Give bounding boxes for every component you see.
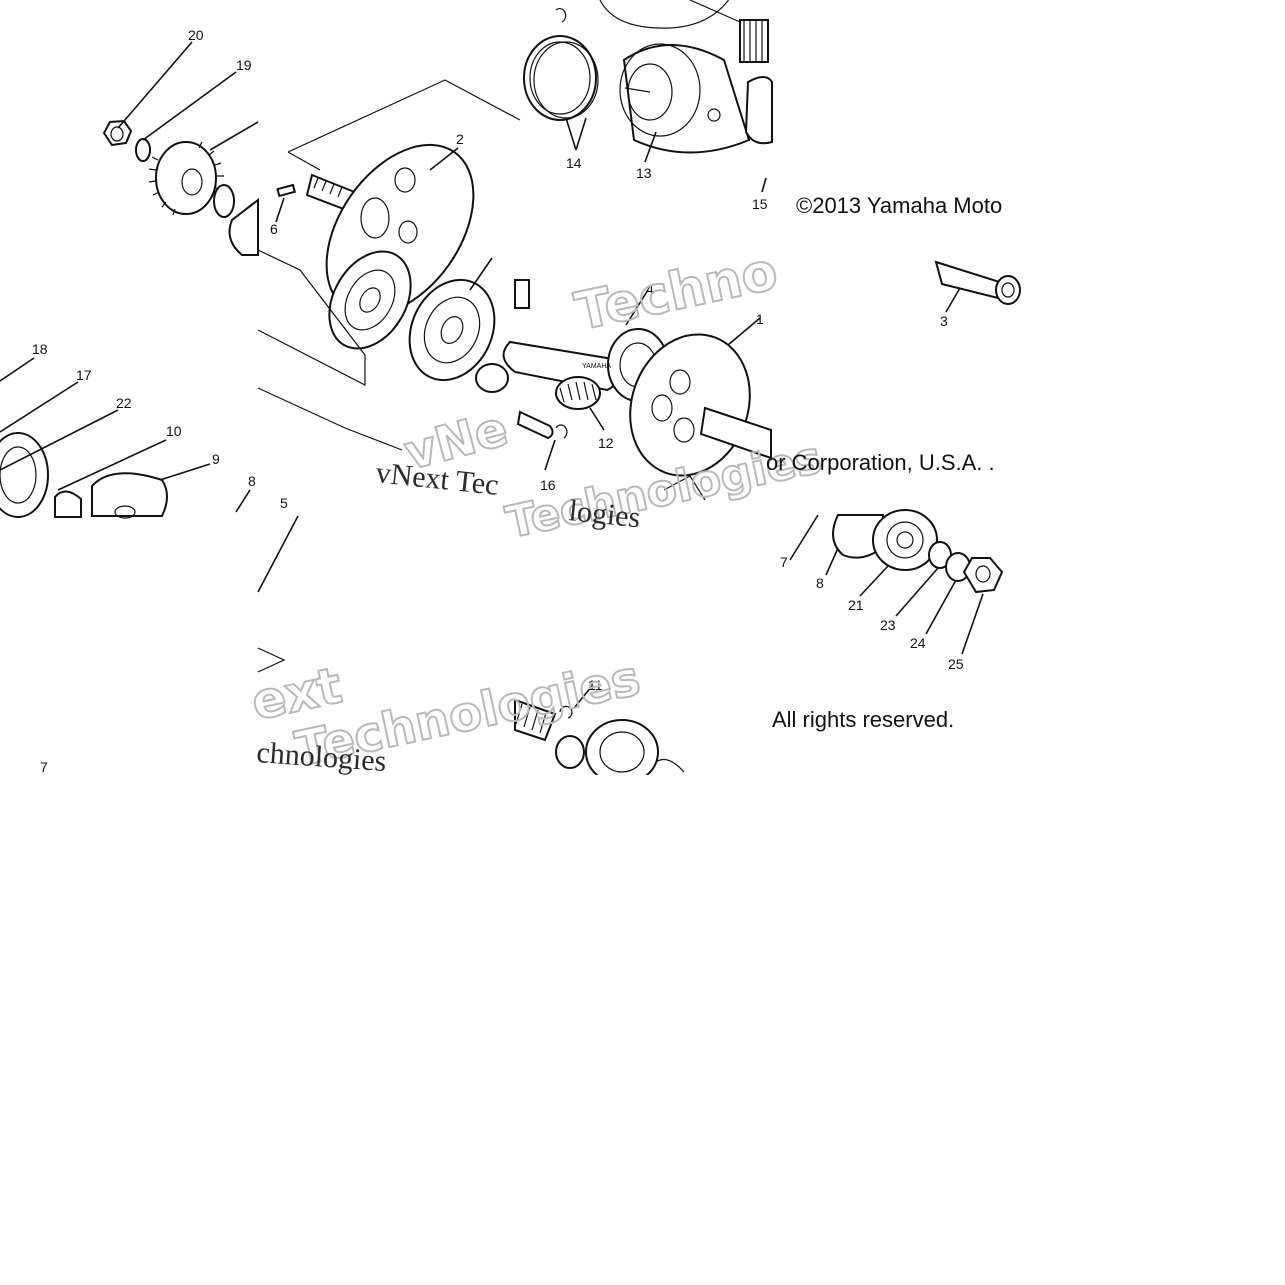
callout-5: 5 xyxy=(280,495,288,511)
callout-14: 14 xyxy=(566,155,582,171)
nut-part-25 xyxy=(962,557,1004,594)
rod-logo-text: YAMAHA xyxy=(582,363,611,370)
piston-ring-part-14 xyxy=(523,35,597,121)
washer-part-19 xyxy=(135,138,151,162)
callout-20: 20 xyxy=(188,27,204,43)
copyright-line-2: or Corporation, U.S.A. . xyxy=(766,450,995,475)
callout-16: 16 xyxy=(540,477,556,493)
piston-pin-part xyxy=(516,410,554,440)
needle-bearing-top xyxy=(514,279,530,309)
circlip-part-top xyxy=(555,7,567,23)
callout-21: 21 xyxy=(848,597,864,613)
thrust-washer-part xyxy=(475,363,509,393)
tile-middle-left xyxy=(0,357,251,519)
callout-7b: 7 xyxy=(40,759,48,775)
cover-part-right xyxy=(744,76,773,145)
nut-hole xyxy=(110,126,124,142)
tile-lower-middle xyxy=(257,515,685,785)
spacer-part-10 xyxy=(54,490,82,518)
callout-10: 10 xyxy=(166,423,182,439)
copyright-block: ©2013 Yamaha Moto or Corporation, U.S.A.… xyxy=(766,193,1002,732)
callout-25: 25 xyxy=(948,656,964,672)
watermark-logies-serif: logies xyxy=(567,494,642,534)
callout-12: 12 xyxy=(598,435,614,451)
callout-18: 18 xyxy=(32,341,48,357)
needle-bearing-part-12 xyxy=(555,376,601,410)
gear-part xyxy=(148,141,224,216)
nut-part-20 xyxy=(102,119,133,147)
callout-17: 17 xyxy=(76,367,92,383)
tile-lower-right xyxy=(789,509,1004,655)
callout-9: 9 xyxy=(212,451,220,467)
callout-labels: 20 19 2 6 14 13 15 3 18 17 22 10 9 8 5 4… xyxy=(32,27,964,775)
copyright-line-3: All rights reserved. xyxy=(772,707,954,732)
callout-23: 23 xyxy=(880,617,896,633)
small-gear-part xyxy=(739,19,769,63)
callout-24: 24 xyxy=(910,635,926,651)
callout-19: 19 xyxy=(236,57,252,73)
pin-part-6 xyxy=(276,183,296,198)
callout-22: 22 xyxy=(116,395,132,411)
piston-part-13 xyxy=(622,44,751,154)
callout-8b: 8 xyxy=(816,575,824,591)
callout-1: 1 xyxy=(756,311,764,327)
callout-6: 6 xyxy=(270,221,278,237)
circlip-part-11 xyxy=(559,705,573,719)
callout-3: 3 xyxy=(940,313,948,329)
tile-top-right xyxy=(523,0,773,193)
copyright-line-1: ©2013 Yamaha Moto xyxy=(796,193,1002,218)
gear-part-21 xyxy=(872,509,938,571)
seal-part-22 xyxy=(0,432,49,518)
oring-part xyxy=(213,184,235,218)
callout-2: 2 xyxy=(456,131,464,147)
tile-top-left xyxy=(102,41,259,256)
tile-right xyxy=(934,260,1021,313)
callout-13: 13 xyxy=(636,165,652,181)
tile-top-middle xyxy=(257,79,521,386)
tile-center: YAMAHA xyxy=(257,279,772,501)
circlip-part-16 xyxy=(555,424,568,439)
oring-part-lower xyxy=(555,735,585,769)
callout-15: 15 xyxy=(752,196,768,212)
crank-shaft-part-1 xyxy=(699,406,772,460)
bearing-part-lower xyxy=(585,719,659,785)
callout-8a: 8 xyxy=(248,473,256,489)
seal-part xyxy=(228,197,259,256)
callout-7a: 7 xyxy=(780,554,788,570)
callout-4: 4 xyxy=(646,281,654,297)
cover-part-9 xyxy=(91,472,168,517)
tube-end xyxy=(995,275,1021,305)
watermark-techno: Techno xyxy=(570,242,782,343)
callout-11: 11 xyxy=(588,677,603,693)
